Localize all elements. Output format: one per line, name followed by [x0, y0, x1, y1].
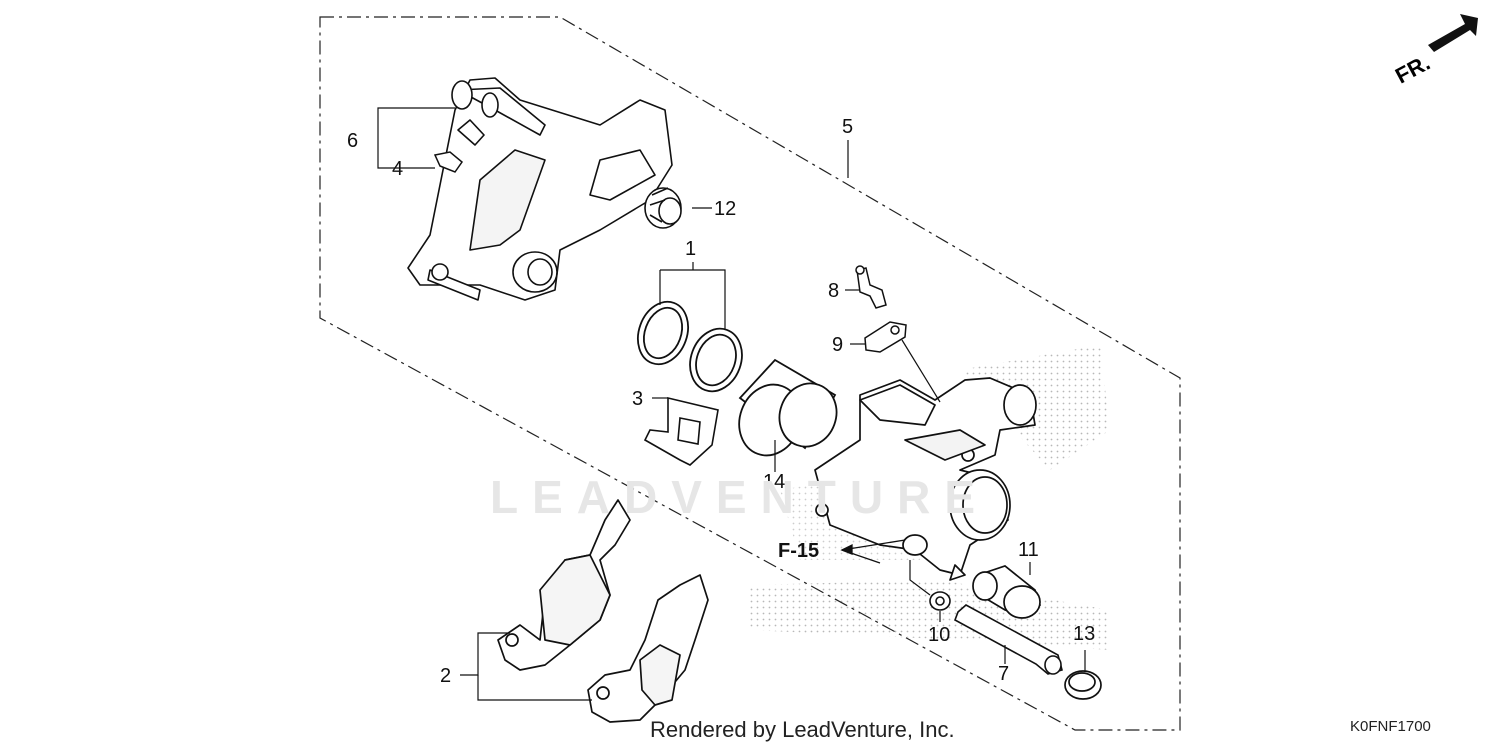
credit-text: Rendered by LeadVenture, Inc.	[650, 717, 955, 742]
part-4-clip	[433, 151, 464, 173]
callout-1: 1	[685, 238, 696, 260]
direction-label: FR.	[1391, 50, 1434, 89]
part-3-pad-spring	[643, 396, 719, 466]
part-10-washer	[929, 591, 951, 611]
kit-outline	[319, 16, 1181, 731]
callout-9: 9	[832, 334, 843, 356]
part-1-seals	[637, 300, 743, 393]
callout-13: 13	[1073, 623, 1095, 645]
callout-labels: 1 2 3 4 5 6 7 8 9 10 11 12 13 14	[347, 116, 1095, 687]
callout-14: 14	[763, 471, 785, 493]
reference-arrows	[840, 539, 906, 564]
reference-label: F-15	[778, 540, 819, 562]
part-2-brake-pads	[497, 499, 709, 723]
callout-8: 8	[828, 280, 839, 302]
part-7-pin	[954, 604, 1063, 675]
part-12-boot	[644, 187, 682, 229]
callout-2: 2	[440, 665, 451, 687]
caliper-body	[814, 377, 1037, 581]
part-11-pin-boot	[972, 565, 1042, 619]
diagram-code: K0FNF1700	[1350, 718, 1431, 735]
callout-3: 3	[632, 388, 643, 410]
callout-5: 5	[842, 116, 853, 138]
part-14-piston	[738, 358, 838, 457]
watermark: LEADVENTURE	[490, 471, 990, 523]
caliper-bracket	[407, 77, 673, 301]
callout-12: 12	[714, 198, 736, 220]
front-arrow-icon	[1428, 14, 1478, 52]
leader-lines	[377, 107, 1086, 701]
callout-7: 7	[998, 663, 1009, 685]
callout-10: 10	[928, 624, 950, 646]
callout-4: 4	[392, 158, 403, 180]
callout-11: 11	[1018, 539, 1039, 561]
part-13-cap	[1064, 670, 1102, 700]
part-8-bleed-valve	[855, 265, 887, 309]
part-9-cap	[864, 321, 907, 353]
callout-6: 6	[347, 130, 358, 152]
